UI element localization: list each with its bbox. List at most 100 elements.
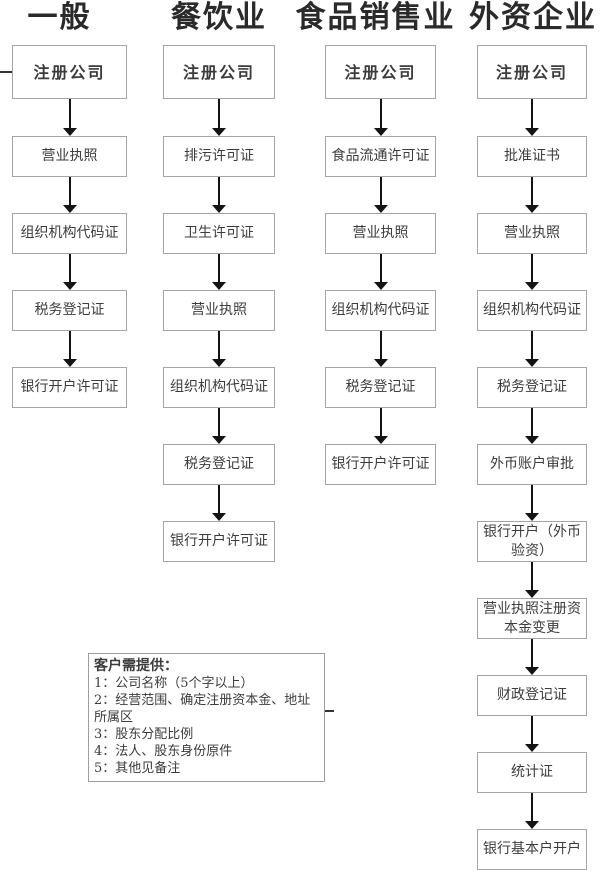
flow-step-box: 营业执照: [325, 213, 436, 254]
flow-step-label: 食品流通许可证: [331, 148, 430, 164]
flow-step-box: 注册公司: [325, 45, 436, 99]
flow-step-box: 注册公司: [12, 45, 127, 99]
flow-step-box: 组织机构代码证: [163, 367, 275, 408]
flow-step-box: 银行开户许可证: [325, 444, 436, 485]
note-line: 5：其他见备注: [94, 761, 181, 776]
flow-step-label: 卫生许可证: [184, 225, 254, 241]
flow-arrow-line: [531, 485, 533, 514]
flow-step-label: 组织机构代码证: [483, 302, 581, 318]
flow-arrow-head: [212, 128, 226, 136]
flow-arrow-line: [68, 99, 71, 129]
flow-step-box: 银行开户许可证: [163, 521, 275, 562]
flow-arrow-line: [218, 408, 220, 437]
flow-step-label: 税务登记证: [345, 379, 416, 395]
flow-arrow-head: [525, 205, 539, 213]
flow-step-label: 营业执照: [352, 225, 409, 241]
flow-arrow-line: [531, 408, 533, 437]
flow-arrow-head: [525, 744, 539, 752]
column-header: 食品销售业: [295, 0, 456, 35]
flow-step-box: 银行开户（外币验资）: [477, 521, 587, 562]
flow-step-label: 营业执照: [41, 148, 98, 164]
flow-arrow-line: [379, 99, 382, 129]
flow-step-box: 税务登记证: [477, 367, 587, 408]
flow-step-box: 注册公司: [477, 45, 587, 99]
note-title: 客户需提供：: [94, 658, 178, 674]
flow-arrow-head: [525, 590, 539, 598]
flow-arrow-head: [62, 359, 77, 367]
flow-step-label: 统计证: [511, 764, 553, 780]
flow-arrow-head: [212, 436, 226, 444]
flow-arrow-line: [531, 99, 533, 129]
flow-step-label: 税务登记证: [497, 379, 567, 395]
flow-step-box: 税务登记证: [163, 444, 275, 485]
flow-arrow-line: [379, 408, 382, 437]
note-line: 1：公司名称（5个字以上）: [94, 676, 254, 691]
flow-step-label: 银行开户许可证: [331, 456, 430, 472]
flow-arrow-head: [373, 205, 388, 213]
flow-arrow-line: [218, 177, 220, 206]
flow-arrow-line: [68, 177, 71, 206]
flow-step-box: 银行开户许可证: [12, 367, 127, 408]
column-header: 餐饮业: [171, 0, 267, 35]
flow-step-box: 卫生许可证: [163, 213, 275, 254]
flow-step-label: 营业执照注册资本金变更: [483, 600, 581, 636]
flow-step-box: 组织机构代码证: [12, 213, 127, 254]
flow-step-box: 组织机构代码证: [325, 290, 436, 331]
flow-arrow-line: [531, 793, 533, 822]
flow-step-label: 组织机构代码证: [20, 225, 119, 241]
flow-step-label: 注册公司: [182, 62, 255, 82]
flow-step-box: 营业执照: [12, 136, 127, 177]
flow-step-box: 财政登记证: [477, 675, 587, 716]
flow-step-label: 税务登记证: [184, 456, 254, 472]
flow-step-box: 税务登记证: [325, 367, 436, 408]
flow-arrow-line: [531, 331, 533, 360]
flow-arrow-head: [525, 282, 539, 290]
flow-step-box: 营业执照: [163, 290, 275, 331]
flow-step-box: 组织机构代码证: [477, 290, 587, 331]
flow-step-label: 银行基本户开户: [483, 841, 581, 857]
flow-step-box: 营业执照: [477, 213, 587, 254]
flow-step-label: 组织机构代码证: [331, 302, 430, 318]
flow-step-label: 外币账户审批: [490, 456, 574, 472]
flow-arrow-line: [218, 99, 220, 129]
flow-step-label: 排污许可证: [184, 148, 254, 164]
connector-stub-right: [324, 710, 334, 712]
flow-step-label: 银行开户许可证: [20, 379, 119, 395]
flow-arrow-line: [531, 177, 533, 206]
flow-step-label: 注册公司: [344, 62, 417, 82]
flow-step-box: 银行基本户开户: [477, 829, 587, 870]
note-line: 4：法人、股东身份原件: [94, 744, 233, 759]
flow-step-label: 税务登记证: [34, 302, 105, 318]
flow-step-label: 营业执照: [504, 225, 560, 241]
flow-step-label: 银行开户许可证: [170, 533, 268, 549]
column-header: 一般: [27, 0, 92, 35]
flow-step-label: 组织机构代码证: [170, 379, 268, 395]
flow-arrow-line: [218, 485, 220, 514]
flow-arrow-head: [373, 359, 388, 367]
flow-arrow-line: [379, 177, 382, 206]
flow-arrow-line: [218, 254, 220, 283]
flow-arrow-line: [68, 254, 71, 283]
flow-arrow-head: [525, 821, 539, 829]
flow-arrow-line: [379, 331, 382, 360]
flow-arrow-head: [525, 359, 539, 367]
flow-arrow-head: [212, 282, 226, 290]
flow-arrow-line: [68, 331, 71, 360]
flow-step-label: 注册公司: [33, 62, 106, 82]
flow-step-box: 营业执照注册资本金变更: [477, 598, 587, 639]
flow-step-label: 营业执照: [191, 302, 247, 318]
flow-step-box: 外币账户审批: [477, 444, 587, 485]
note-line: 3：股东分配比例: [94, 727, 194, 742]
note-line: 2：经营范围、确定注册资本金、地址所属区: [94, 693, 311, 725]
flow-arrow-head: [373, 436, 388, 444]
flow-step-label: 批准证书: [504, 148, 560, 164]
flow-arrow-head: [62, 282, 77, 290]
flow-arrow-head: [525, 436, 539, 444]
flow-arrow-line: [531, 254, 533, 283]
flow-arrow-line: [218, 331, 220, 360]
flow-arrow-head: [212, 205, 226, 213]
flow-arrow-line: [531, 639, 533, 668]
flow-step-box: 排污许可证: [163, 136, 275, 177]
flow-step-label: 财政登记证: [497, 687, 567, 703]
